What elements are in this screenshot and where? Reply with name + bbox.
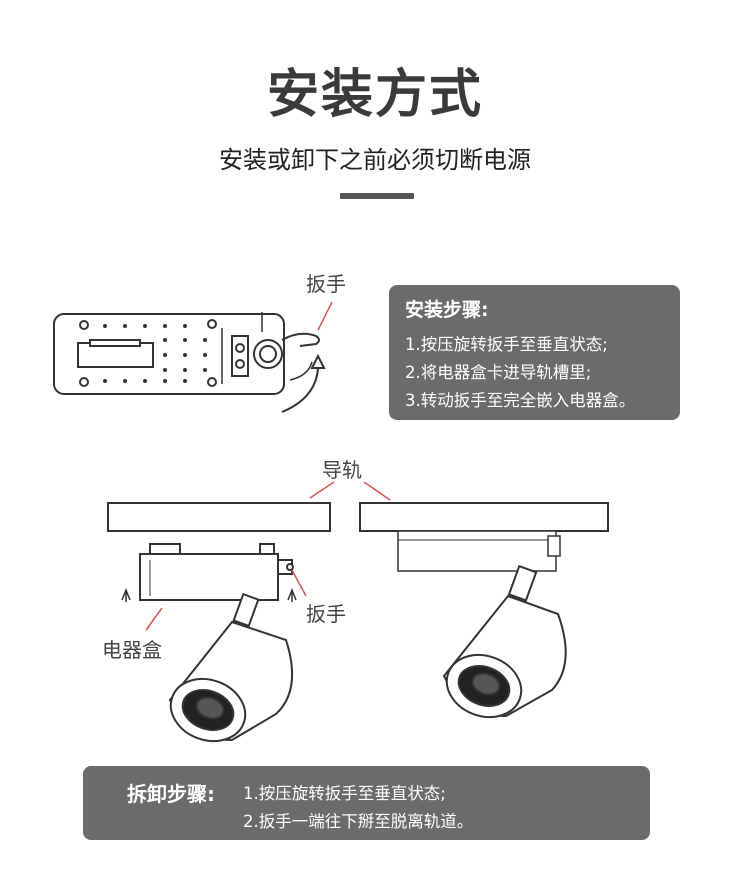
spotlight-right (442, 564, 567, 719)
removal-steps-heading: 拆卸步骤: (127, 782, 215, 806)
install-steps-heading: 安装步骤: (405, 299, 489, 321)
electrical-box-side-view (139, 543, 294, 601)
removal-steps-panel: 拆卸步骤: 1.按压旋转扳手至垂直状态; 2.扳手一端往下掰至脱离轨道。 (83, 766, 650, 840)
rail-right (359, 502, 609, 532)
title-divider (340, 193, 414, 199)
label-wrench-side: 扳手 (306, 602, 346, 626)
install-steps-panel: 安装步骤: 1.按压旋转扳手至垂直状态; 2.将电器盒卡进导轨槽里; 3.转动扳… (389, 285, 680, 420)
install-step-3: 3.转动扳手至完全嵌入电器盒。 (405, 391, 636, 410)
label-wrench-top: 扳手 (306, 272, 346, 296)
label-rail: 导轨 (322, 458, 362, 482)
spotlight-left (168, 592, 294, 743)
label-electrical-box: 电器盒 (102, 638, 162, 662)
install-step-1: 1.按压旋转扳手至垂直状态; (405, 335, 608, 354)
removal-step-2: 2.扳手一端往下掰至脱离轨道。 (243, 812, 474, 831)
page-subtitle: 安装或卸下之前必须切断电源 (219, 146, 531, 174)
electrical-box-top-view (53, 312, 326, 413)
rail-left (107, 502, 331, 532)
removal-step-1: 1.按压旋转扳手至垂直状态; (243, 784, 446, 803)
page-title: 安装方式 (266, 65, 483, 125)
electrical-box-mounted (397, 530, 561, 572)
wrench-top-callout-line (317, 301, 333, 331)
install-step-2: 2.将电器盒卡进导轨槽里; (405, 363, 592, 382)
